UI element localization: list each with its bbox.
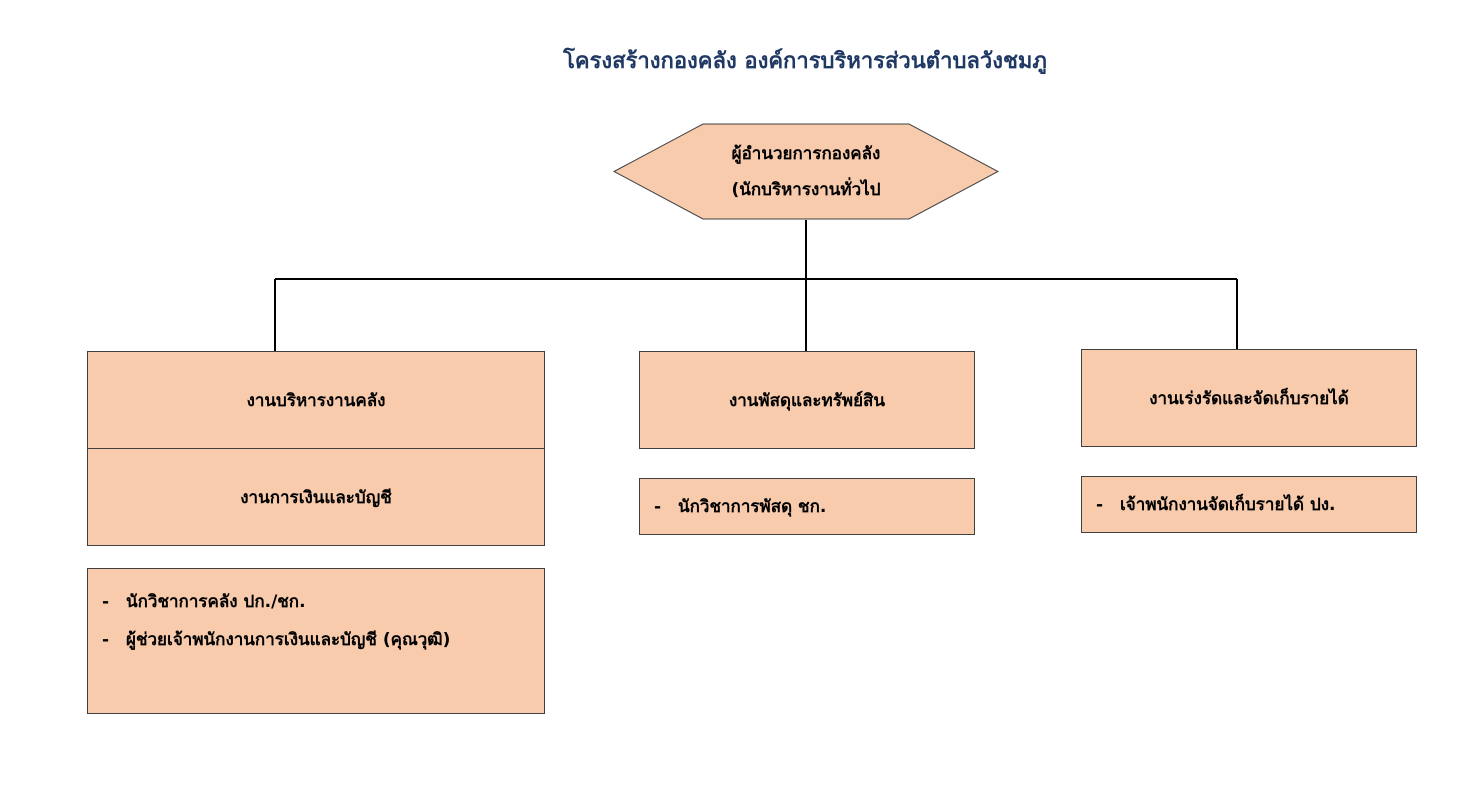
staff-list-supplies: -นักวิชาการพัสดุ ชก. (639, 478, 975, 535)
list-item: -ผู้ช่วยเจ้าพนักงานการเงินและบัญชี (คุณว… (102, 630, 451, 650)
list-item: -นักวิชาการคลัง ปก./ชก. (102, 592, 306, 612)
head-subtitle: (นักบริหารงานทั่วไป (731, 179, 881, 200)
head-node: ผู้อำนวยการกองคลัง (นักบริหารงานทั่วไป (613, 123, 999, 220)
unit-fiscal-admin: งานบริหารงานคลัง (87, 351, 545, 449)
unit-revenue-collection: งานเร่งรัดและจัดเก็บรายได้ (1081, 349, 1417, 447)
unit-finance-accounting: งานการเงินและบัญชี (87, 448, 545, 546)
staff-list-revenue: -เจ้าพนักงานจัดเก็บรายได้ ปง. (1081, 476, 1417, 533)
list-item: -เจ้าพนักงานจัดเก็บรายได้ ปง. (1096, 495, 1336, 515)
unit-supplies-assets-label: งานพัสดุและทรัพย์สิน (728, 390, 886, 411)
unit-revenue-collection-label: งานเร่งรัดและจัดเก็บรายได้ (1149, 388, 1349, 409)
list-item: -นักวิชาการพัสดุ ชก. (654, 497, 827, 517)
chart-title: โครงสร้างกองคลัง องค์การบริหารส่วนตำบลวั… (563, 49, 1047, 74)
head-title: ผู้อำนวยการกองคลัง (731, 143, 881, 164)
unit-fiscal-admin-label: งานบริหารงานคลัง (246, 390, 386, 411)
staff-list-fiscal: -นักวิชาการคลัง ปก./ชก. -ผู้ช่วยเจ้าพนัก… (87, 568, 545, 714)
hexagon-shape (613, 123, 999, 220)
unit-supplies-assets: งานพัสดุและทรัพย์สิน (639, 351, 975, 449)
unit-finance-accounting-label: งานการเงินและบัญชี (240, 487, 392, 508)
